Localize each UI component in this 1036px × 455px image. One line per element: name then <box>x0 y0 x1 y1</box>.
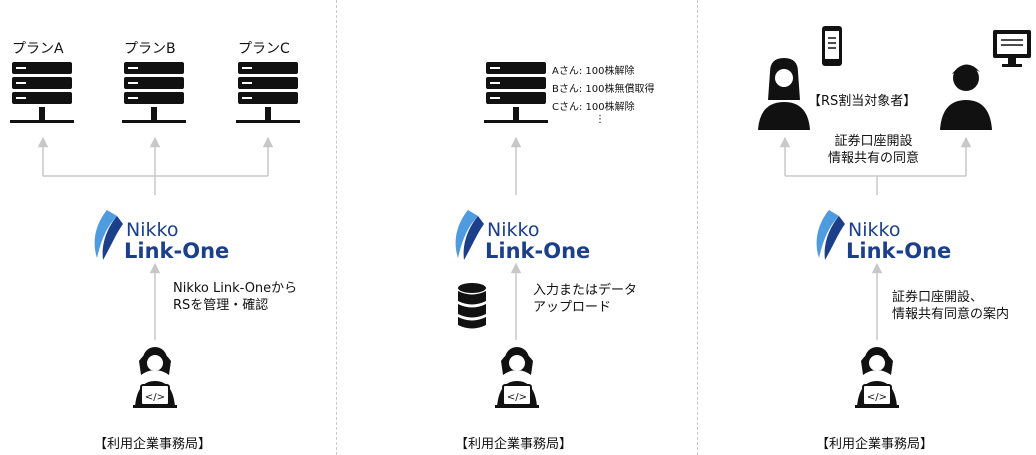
panel1-connector <box>37 136 274 195</box>
plan-c-label: プランC <box>238 41 290 57</box>
panel-divider-2 <box>697 0 698 455</box>
ellipsis-mark: ⋮ <box>595 114 605 125</box>
nikko-logo-line1: Nikko <box>487 219 539 241</box>
panel3-note: 証券口座開設、 情報共有同意の案内 <box>892 290 1010 322</box>
nikko-logo-swoosh-icon <box>816 210 845 260</box>
server-icon-b <box>122 62 186 123</box>
shareholder-row-c: Cさん: 100株解除 <box>552 102 635 113</box>
desktop-monitor-icon <box>993 30 1031 67</box>
server-icon-data <box>484 62 548 123</box>
office-label: 【利用企業事務局】 <box>816 437 934 452</box>
shareholder-row-b: Bさん: 100株無償取得 <box>552 84 655 95</box>
server-icon-c <box>236 62 300 123</box>
panel3-connector <box>779 136 972 195</box>
rs-target-label: 【RS割当対象者】 <box>808 94 917 109</box>
nikko-logo-line1: Nikko <box>848 219 900 241</box>
nikko-logo-line2: Link-One <box>124 239 229 263</box>
nikko-logo-line2: Link-One <box>846 239 951 263</box>
panel2-note: 入力またはデータ アップロード <box>533 283 638 315</box>
office-label: 【利用企業事務局】 <box>94 437 212 452</box>
database-icon <box>458 283 486 329</box>
plan-b-label: プランB <box>124 41 176 57</box>
office-label: 【利用企業事務局】 <box>455 437 573 452</box>
panel-divider-1 <box>336 0 337 455</box>
office-person-icon <box>494 346 540 409</box>
rs-person-female-icon <box>758 58 810 130</box>
smartphone-icon <box>822 26 842 66</box>
nikko-logo-line1: Nikko <box>126 219 178 241</box>
nikko-logo-swoosh-icon <box>94 210 123 260</box>
panel1-note: Nikko Link-Oneから RSを管理・確認 <box>173 281 298 313</box>
office-person-icon <box>854 346 900 409</box>
nikko-logo-swoosh-icon <box>455 210 484 260</box>
server-icon-a <box>10 62 74 123</box>
shareholder-row-a: Aさん: 100株解除 <box>552 66 635 77</box>
office-person-icon <box>132 346 178 409</box>
rs-person-male-icon <box>940 64 992 130</box>
plan-a-label: プランA <box>12 41 64 57</box>
nikko-logo-line2: Link-One <box>485 239 590 263</box>
panel3-consent-note: 証券口座開設 情報共有の同意 <box>828 134 920 166</box>
